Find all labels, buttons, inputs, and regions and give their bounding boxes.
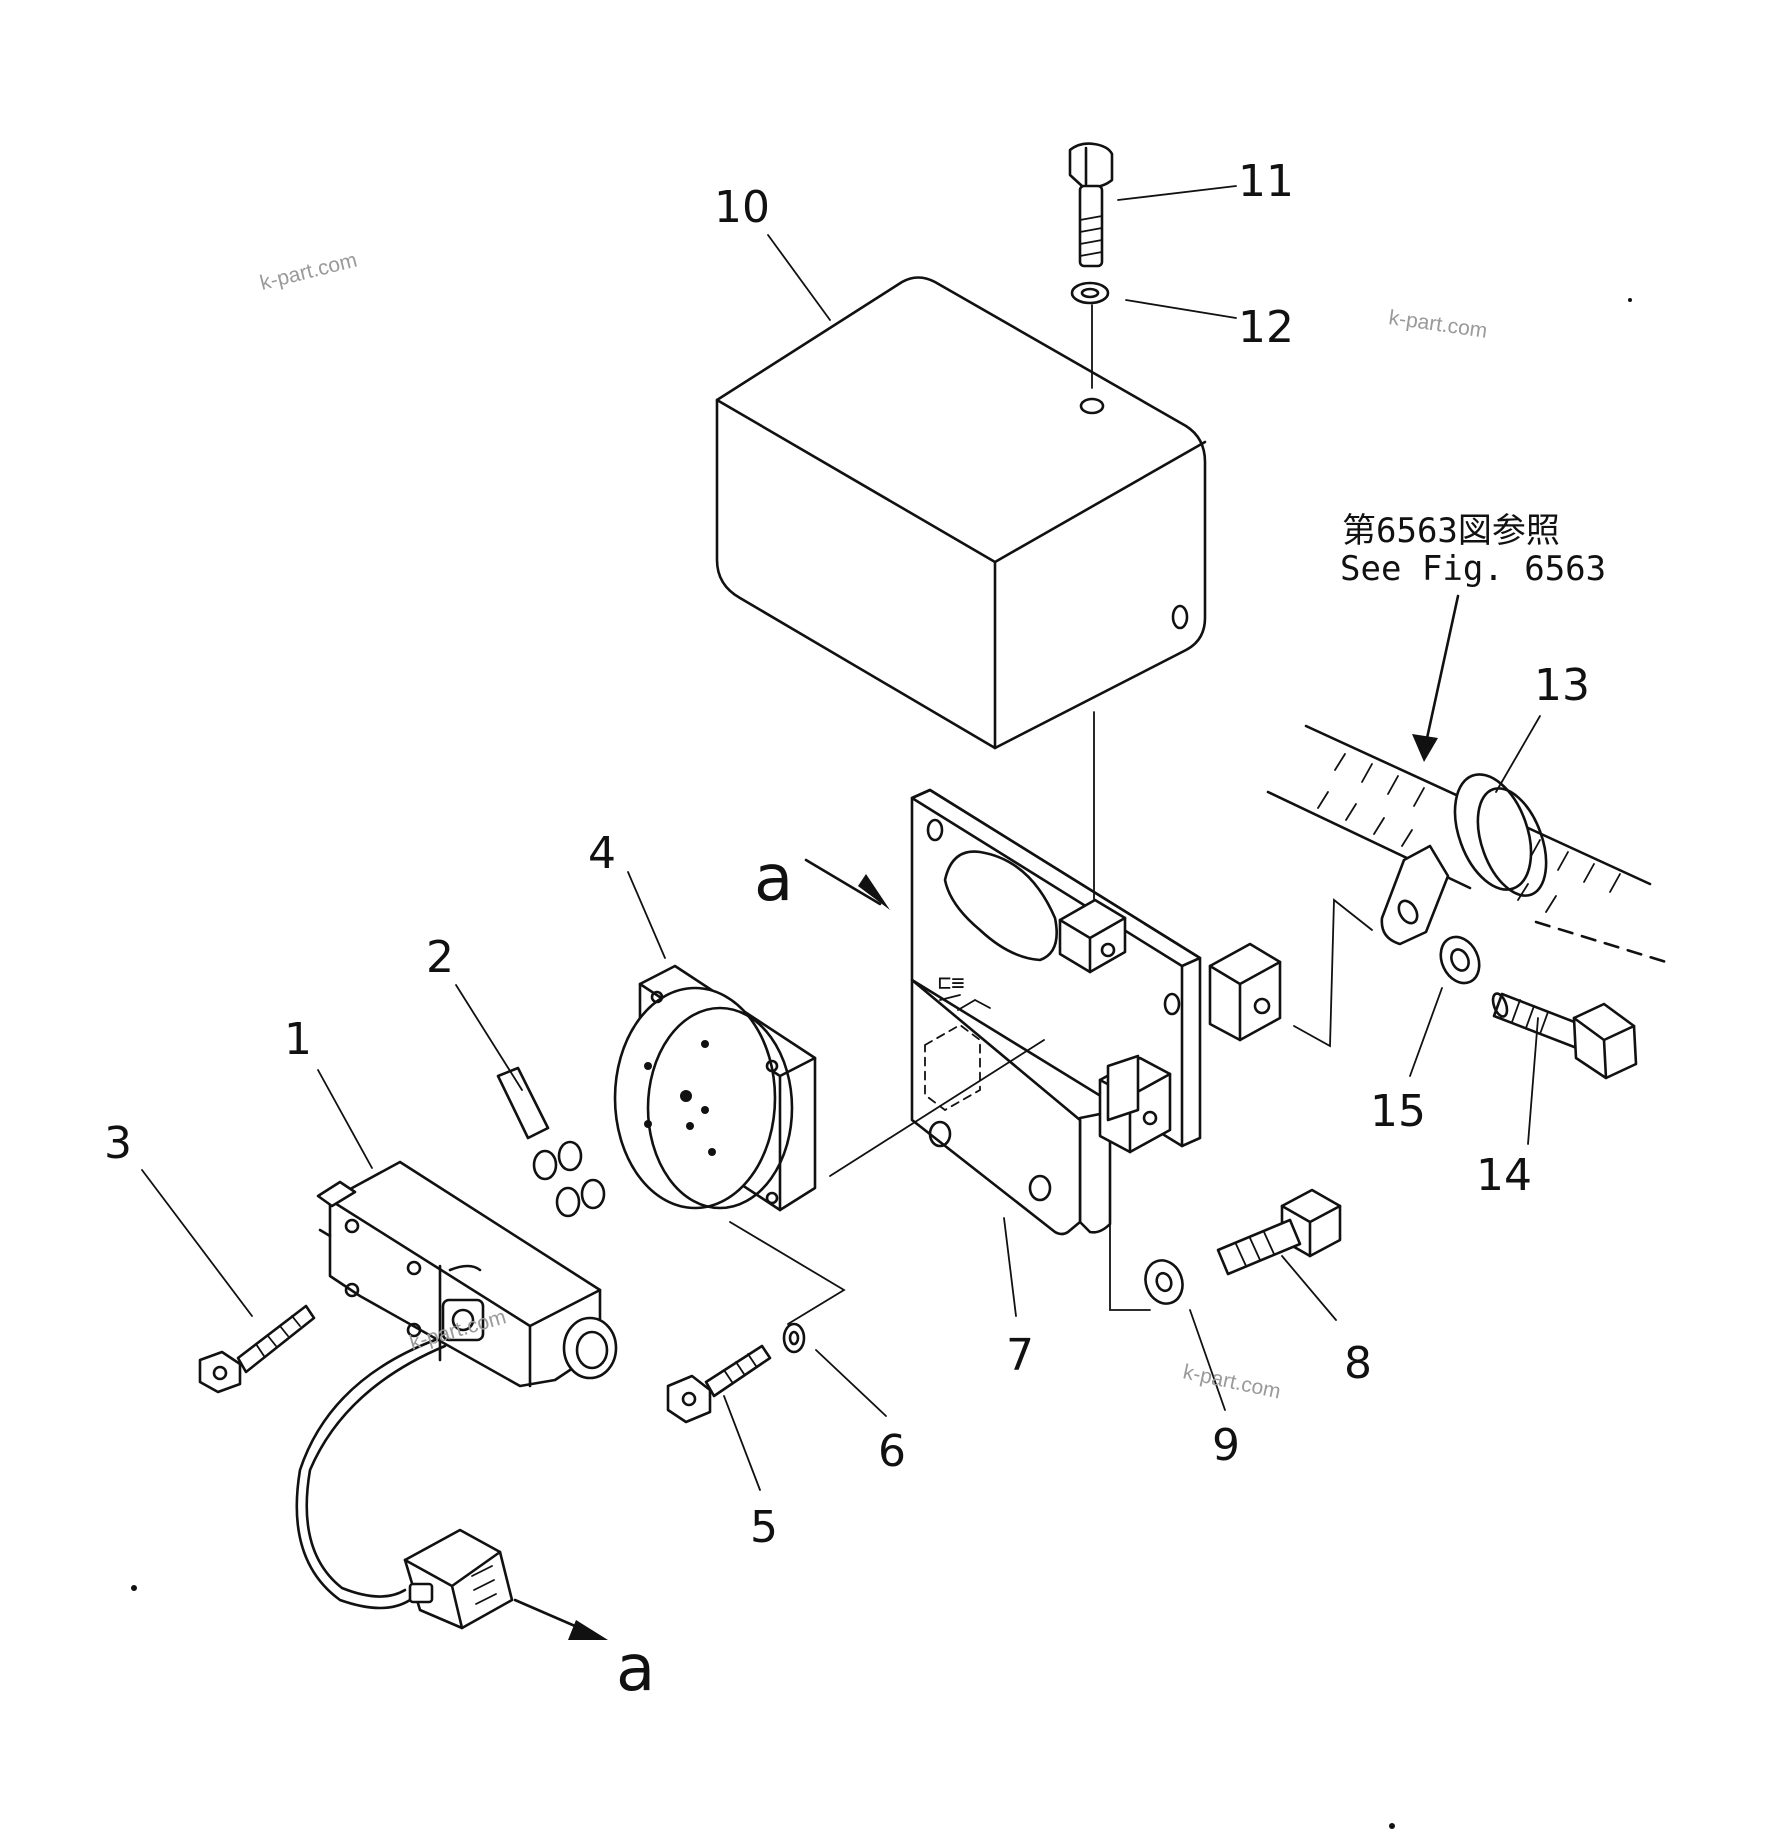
bolt-part-14 — [1491, 992, 1638, 1080]
callout-3: 3 — [104, 1118, 132, 1169]
callout-12: 12 — [1238, 302, 1294, 353]
speck — [1628, 298, 1632, 302]
solenoid-valve-part-1 — [316, 1160, 618, 1388]
spacer-block — [1208, 942, 1282, 1042]
callout-5: 5 — [750, 1502, 778, 1553]
callout-2: 2 — [426, 932, 454, 983]
callout-15: 15 — [1370, 1086, 1426, 1137]
watermark-top-right: k-part.com — [1387, 306, 1488, 343]
speck — [1389, 1823, 1395, 1829]
reference-note-japanese: 第6563図参照 — [1342, 511, 1560, 551]
leader-line-8-9 — [1109, 1199, 1151, 1311]
hose-and-clamp-part-13 — [1266, 724, 1668, 964]
speck — [131, 1585, 137, 1591]
leader-line-4-to-plate — [829, 1039, 1045, 1177]
reference-note-english: See Fig. 6563 — [1340, 549, 1606, 589]
leader-line-13-to-block — [1293, 898, 1373, 1048]
callout-8: 8 — [1344, 1338, 1372, 1389]
callout-7: 7 — [1006, 1330, 1034, 1381]
callout-4: 4 — [588, 828, 616, 879]
bracket-plate-part-7: ⊏≡ — [910, 788, 1202, 1236]
bolt-part-8 — [1216, 1188, 1342, 1276]
connection-arrow-from-connector — [513, 1598, 608, 1640]
bolt-part-5 — [666, 1344, 772, 1424]
reference-arrow — [1412, 594, 1460, 762]
callout-9: 9 — [1212, 1420, 1240, 1471]
callout-1: 1 — [284, 1014, 312, 1065]
washer-part-6 — [782, 1322, 806, 1354]
callout-leaders — [141, 185, 1541, 1491]
bolt-part-3 — [198, 1304, 316, 1394]
callout-14: 14 — [1476, 1150, 1532, 1201]
rotary-unit-part-4 — [613, 964, 817, 1212]
plate-detail-mark: ⊏≡ — [938, 971, 965, 996]
connection-marker-plate: a — [754, 842, 793, 916]
washer-part-15 — [1439, 935, 1481, 985]
cover-box-part-10 — [715, 276, 1207, 750]
pin-and-orings-part-2 — [496, 1066, 606, 1218]
connection-marker-connector: a — [616, 1632, 655, 1706]
watermark-bottom-right: k-part.com — [1181, 1360, 1283, 1403]
watermark-top-left: k-part.com — [258, 249, 360, 295]
callout-13: 13 — [1534, 660, 1590, 711]
connection-arrow-to-plate — [804, 858, 890, 910]
washer-part-12 — [1070, 281, 1110, 305]
washer-part-9 — [1144, 1259, 1184, 1305]
callout-10: 10 — [714, 182, 770, 233]
callout-6: 6 — [878, 1426, 906, 1477]
callout-11: 11 — [1238, 156, 1294, 207]
leader-line-5-6 — [729, 1221, 846, 1325]
cable-and-connector — [295, 1338, 514, 1630]
bolt-part-11 — [1068, 142, 1114, 268]
